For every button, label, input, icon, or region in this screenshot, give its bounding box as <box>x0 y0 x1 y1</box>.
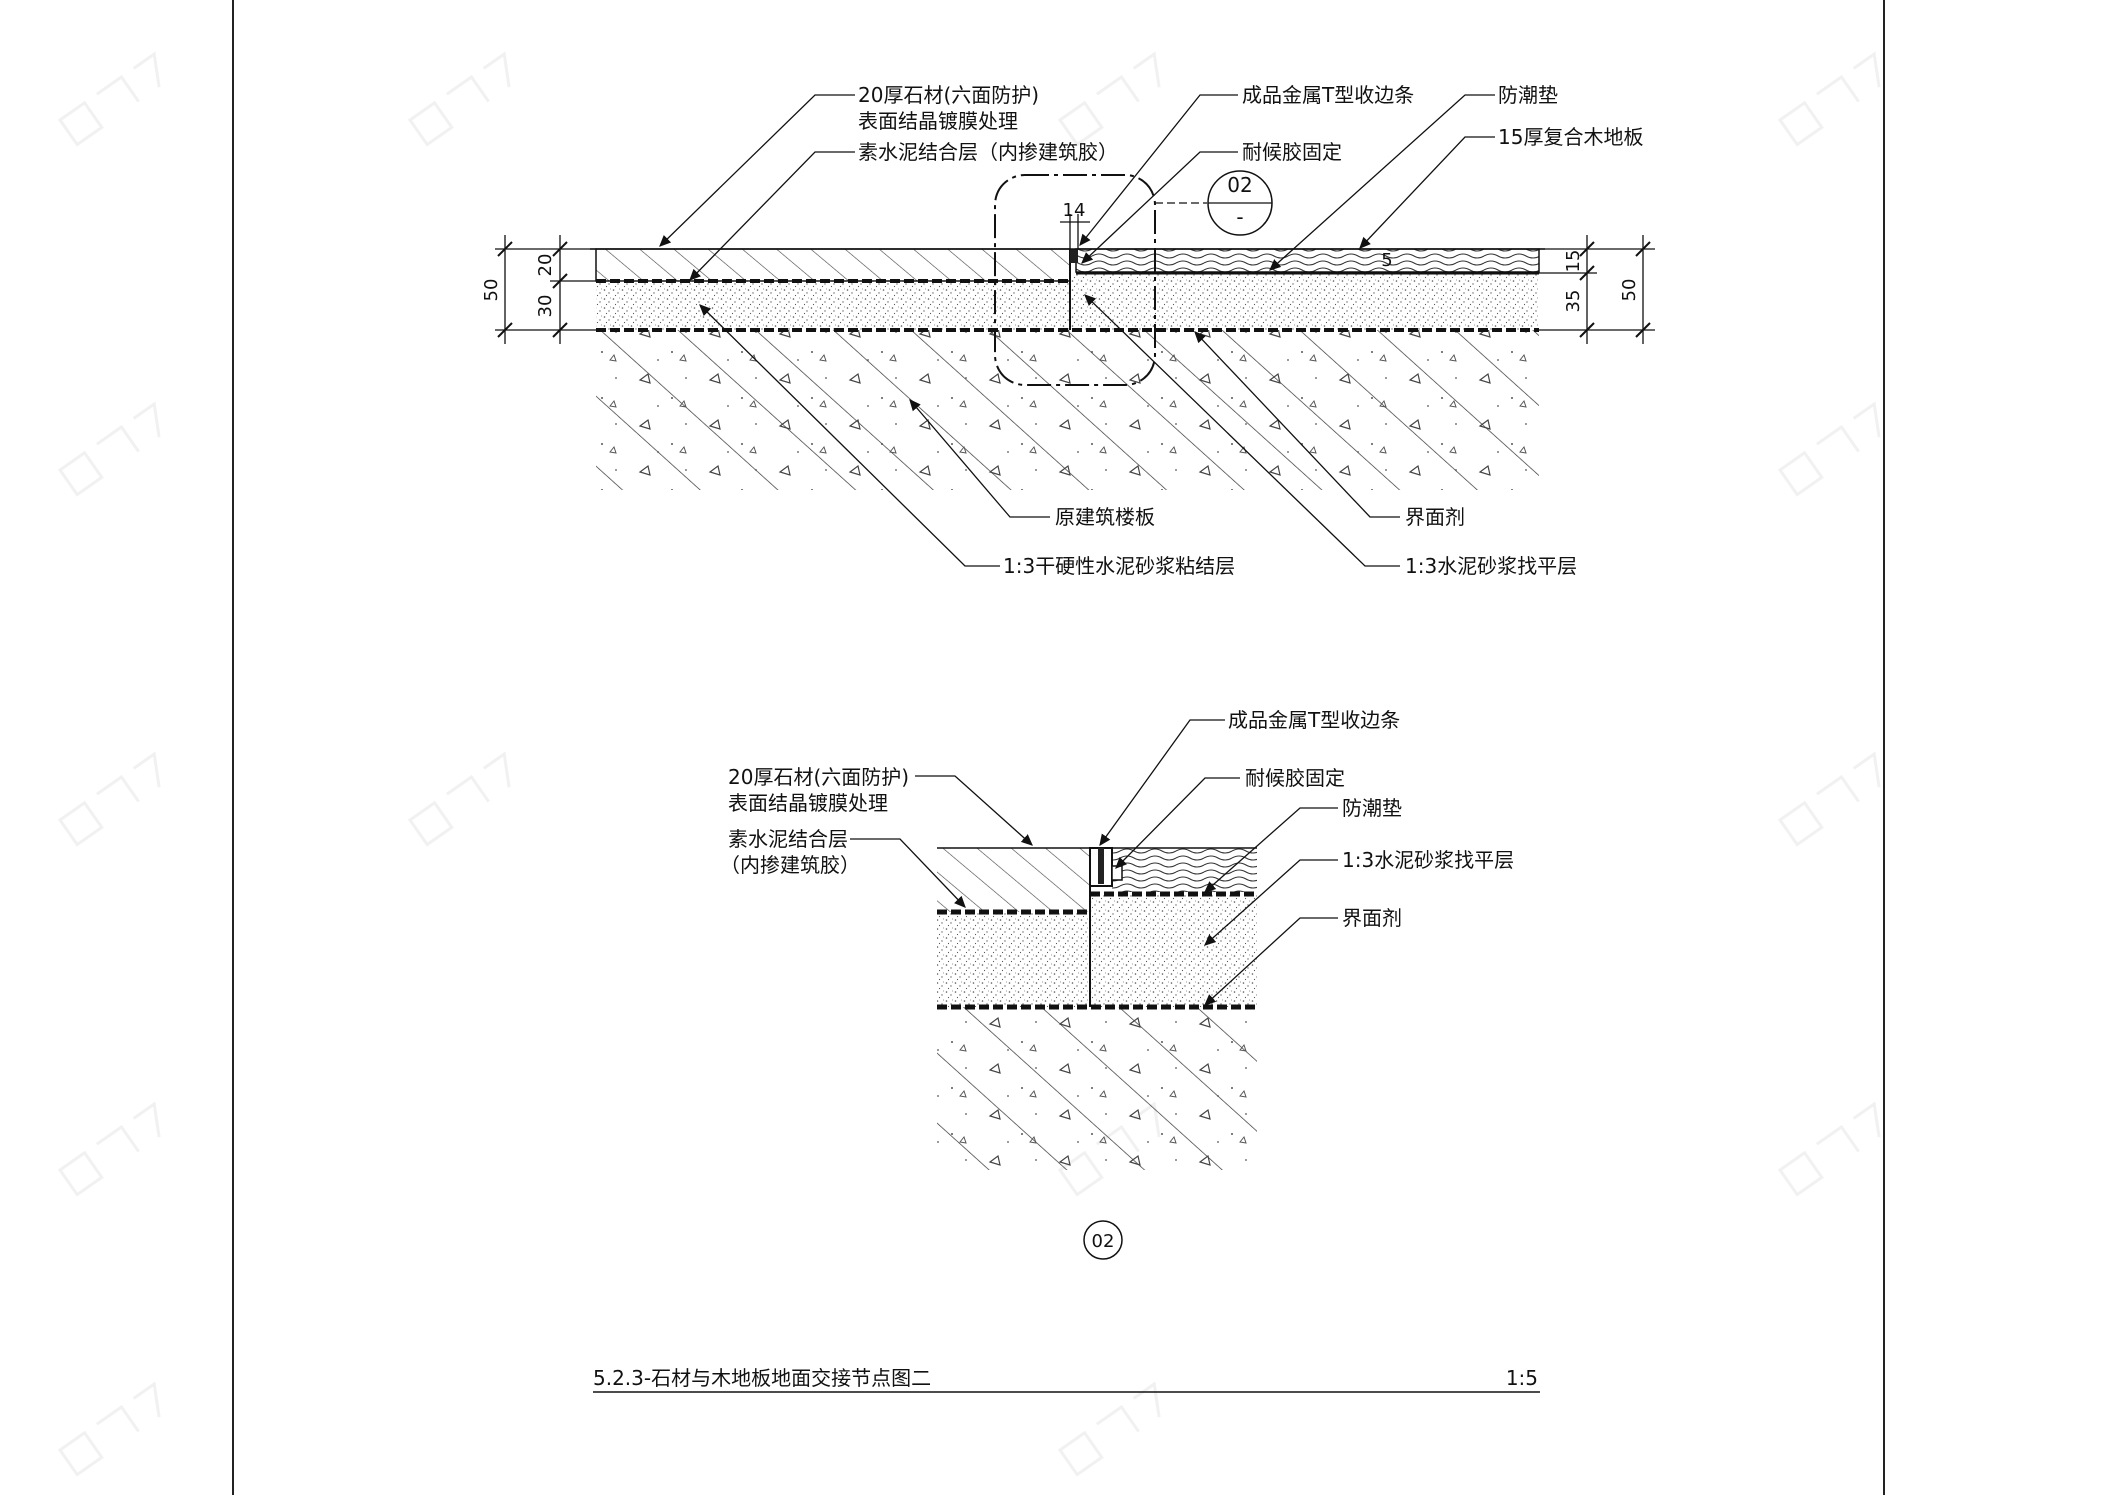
mortar-layer-2-left <box>937 912 1090 1007</box>
d2-label-t-strip: 成品金属T型收边条 <box>1228 708 1400 732</box>
callout-sheet: - <box>1236 205 1243 229</box>
label-leveling: 1:3水泥砂浆找平层 <box>1405 554 1577 578</box>
d2-label-leveling: 1:3水泥砂浆找平层 <box>1342 848 1514 872</box>
t-strip <box>1070 249 1078 263</box>
callout-number: 02 <box>1227 173 1252 197</box>
d2-label-interface: 界面剂 <box>1342 906 1402 930</box>
label-stone-finish: 表面结晶镀膜处理 <box>858 109 1018 133</box>
wood-floor-layer <box>1075 248 1540 273</box>
leveling-layer-2 <box>1090 895 1257 1007</box>
label-dry-mortar: 1:3干硬性水泥砂浆粘结层 <box>1003 554 1235 578</box>
gap-dimension <box>1060 214 1090 249</box>
dim-gap: 14 <box>1063 200 1086 221</box>
detail-1-leaders <box>659 94 1495 567</box>
label-wood-floor: 15厚复合木地板 <box>1498 125 1643 149</box>
dim-wood-gap: 5 <box>1381 250 1392 271</box>
leveling-layer-right <box>1070 274 1539 330</box>
drawing-scale: 1:5 <box>1506 1366 1538 1390</box>
label-stone: 20厚石材(六面防护) <box>858 83 1039 107</box>
dim-right-bottom: 35 <box>1563 290 1584 313</box>
left-dimensions <box>495 235 596 344</box>
dim-right-total: 50 <box>1619 279 1640 302</box>
detail-callout-box <box>994 174 1156 386</box>
label-slab: 原建筑楼板 <box>1055 505 1155 529</box>
d2-label-stone-finish: 表面结晶镀膜处理 <box>728 791 888 815</box>
detail-2-tag-circle <box>1083 1220 1123 1260</box>
dim-left-bottom: 30 <box>535 295 556 318</box>
detail-2-leaders <box>850 719 1338 1006</box>
label-sealant: 耐候胶固定 <box>1242 140 1342 164</box>
t-strip-2-clip <box>1111 865 1123 881</box>
d2-label-cement-bond: 素水泥结合层 <box>728 827 848 851</box>
stone-layer <box>595 248 1071 282</box>
d2-label-sealant: 耐候胶固定 <box>1245 766 1345 790</box>
dim-left-top: 20 <box>535 254 556 277</box>
detail-1-section: 02 - 50 20 30 <box>481 83 1655 578</box>
label-moisture-pad: 防潮垫 <box>1498 83 1558 107</box>
label-cement-bond: 素水泥结合层（内掺建筑胶） <box>858 140 1118 164</box>
t-strip-2-inner <box>1098 848 1104 884</box>
drawing-title: 5.2.3-石材与木地板地面交接节点图二 <box>593 1366 931 1390</box>
dim-right-top: 15 <box>1563 250 1584 273</box>
right-dimensions <box>1539 235 1655 344</box>
wood-floor-2 <box>1112 848 1257 892</box>
d2-label-cement-bond-note: （内掺建筑胶） <box>720 853 860 877</box>
mortar-layer-left <box>596 281 1070 330</box>
label-interface: 界面剂 <box>1405 505 1465 529</box>
dim-left-total: 50 <box>481 279 502 302</box>
label-t-strip: 成品金属T型收边条 <box>1242 83 1414 107</box>
d2-label-moisture-pad: 防潮垫 <box>1342 796 1402 820</box>
detail-2-section: 20厚石材(六面防护) 表面结晶镀膜处理 素水泥结合层 （内掺建筑胶） 成品金属… <box>720 708 1514 1260</box>
slab-fill-2 <box>937 1007 1257 1170</box>
detail-2-tag: 02 <box>1092 1231 1115 1252</box>
d2-label-stone: 20厚石材(六面防护) <box>728 765 909 789</box>
slab-fill <box>596 330 1539 490</box>
watermark-pattern <box>57 51 1881 1477</box>
